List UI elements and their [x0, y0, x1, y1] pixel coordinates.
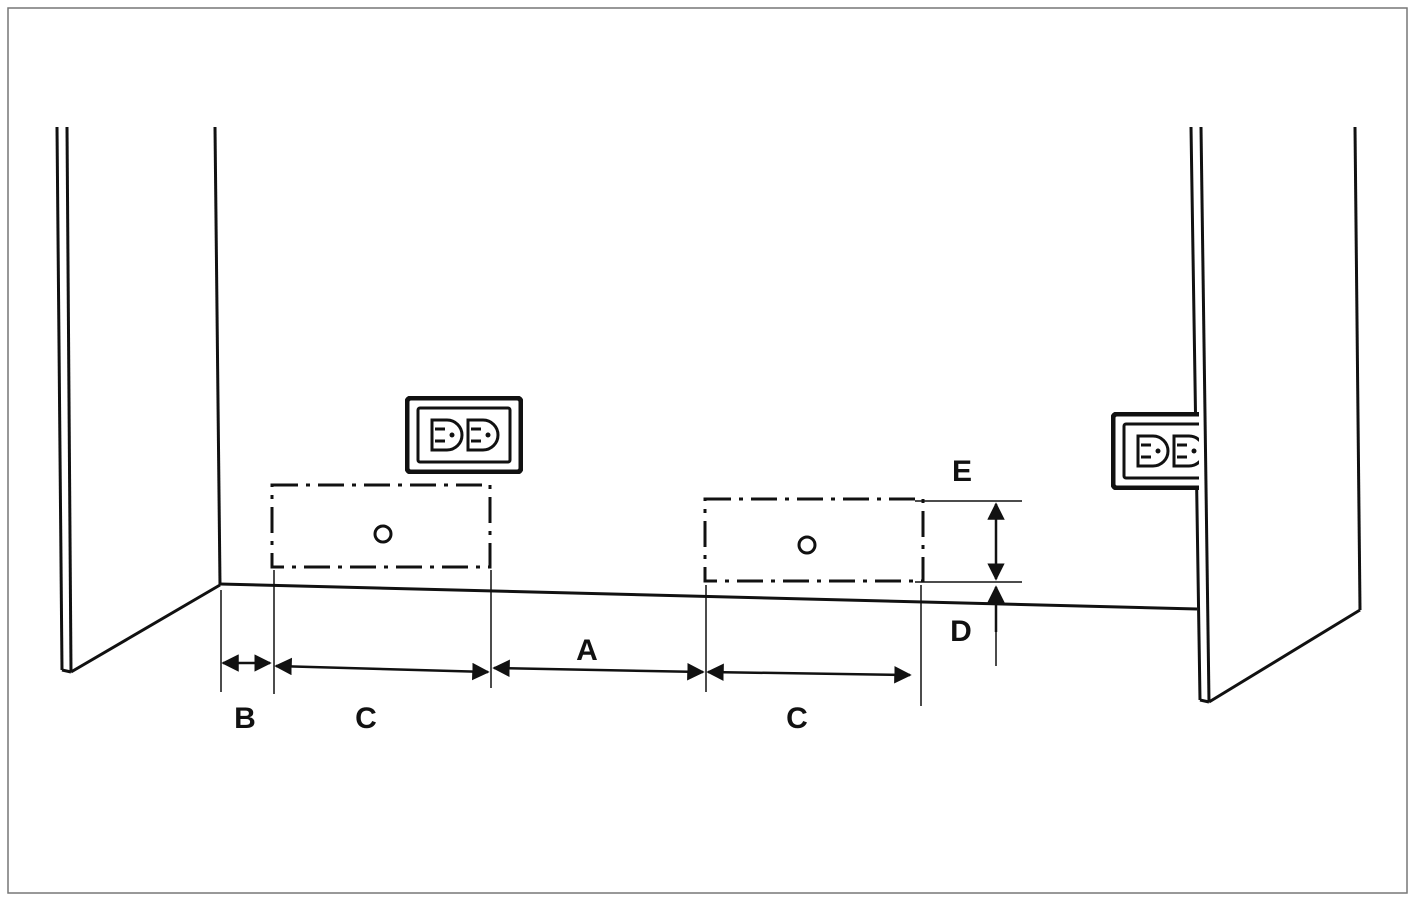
outlet-icon — [407, 398, 521, 472]
dimension-label-e: E — [952, 455, 972, 488]
dimension-a-arrow — [492, 659, 705, 681]
dimension-label-c-right: C — [786, 702, 808, 735]
left-dashed-area — [270, 483, 492, 569]
pipe-hole-icon — [373, 524, 393, 544]
dimension-label-b: B — [234, 702, 256, 735]
back-wall-corner-left — [213, 126, 222, 586]
pipe-hole-icon — [797, 535, 817, 555]
extension-lines — [220, 500, 1022, 706]
right-dashed-area — [703, 497, 925, 583]
dimension-arrows — [221, 502, 1005, 684]
dimension-c-left-arrow — [274, 657, 490, 681]
dimension-label-d: D — [950, 615, 972, 648]
dimension-c-right-arrow — [706, 663, 912, 684]
floor-line — [219, 582, 1198, 611]
left-side-wall — [55, 126, 221, 674]
dimension-label-a: A — [576, 634, 598, 667]
dimension-label-c-left: C — [355, 702, 377, 735]
